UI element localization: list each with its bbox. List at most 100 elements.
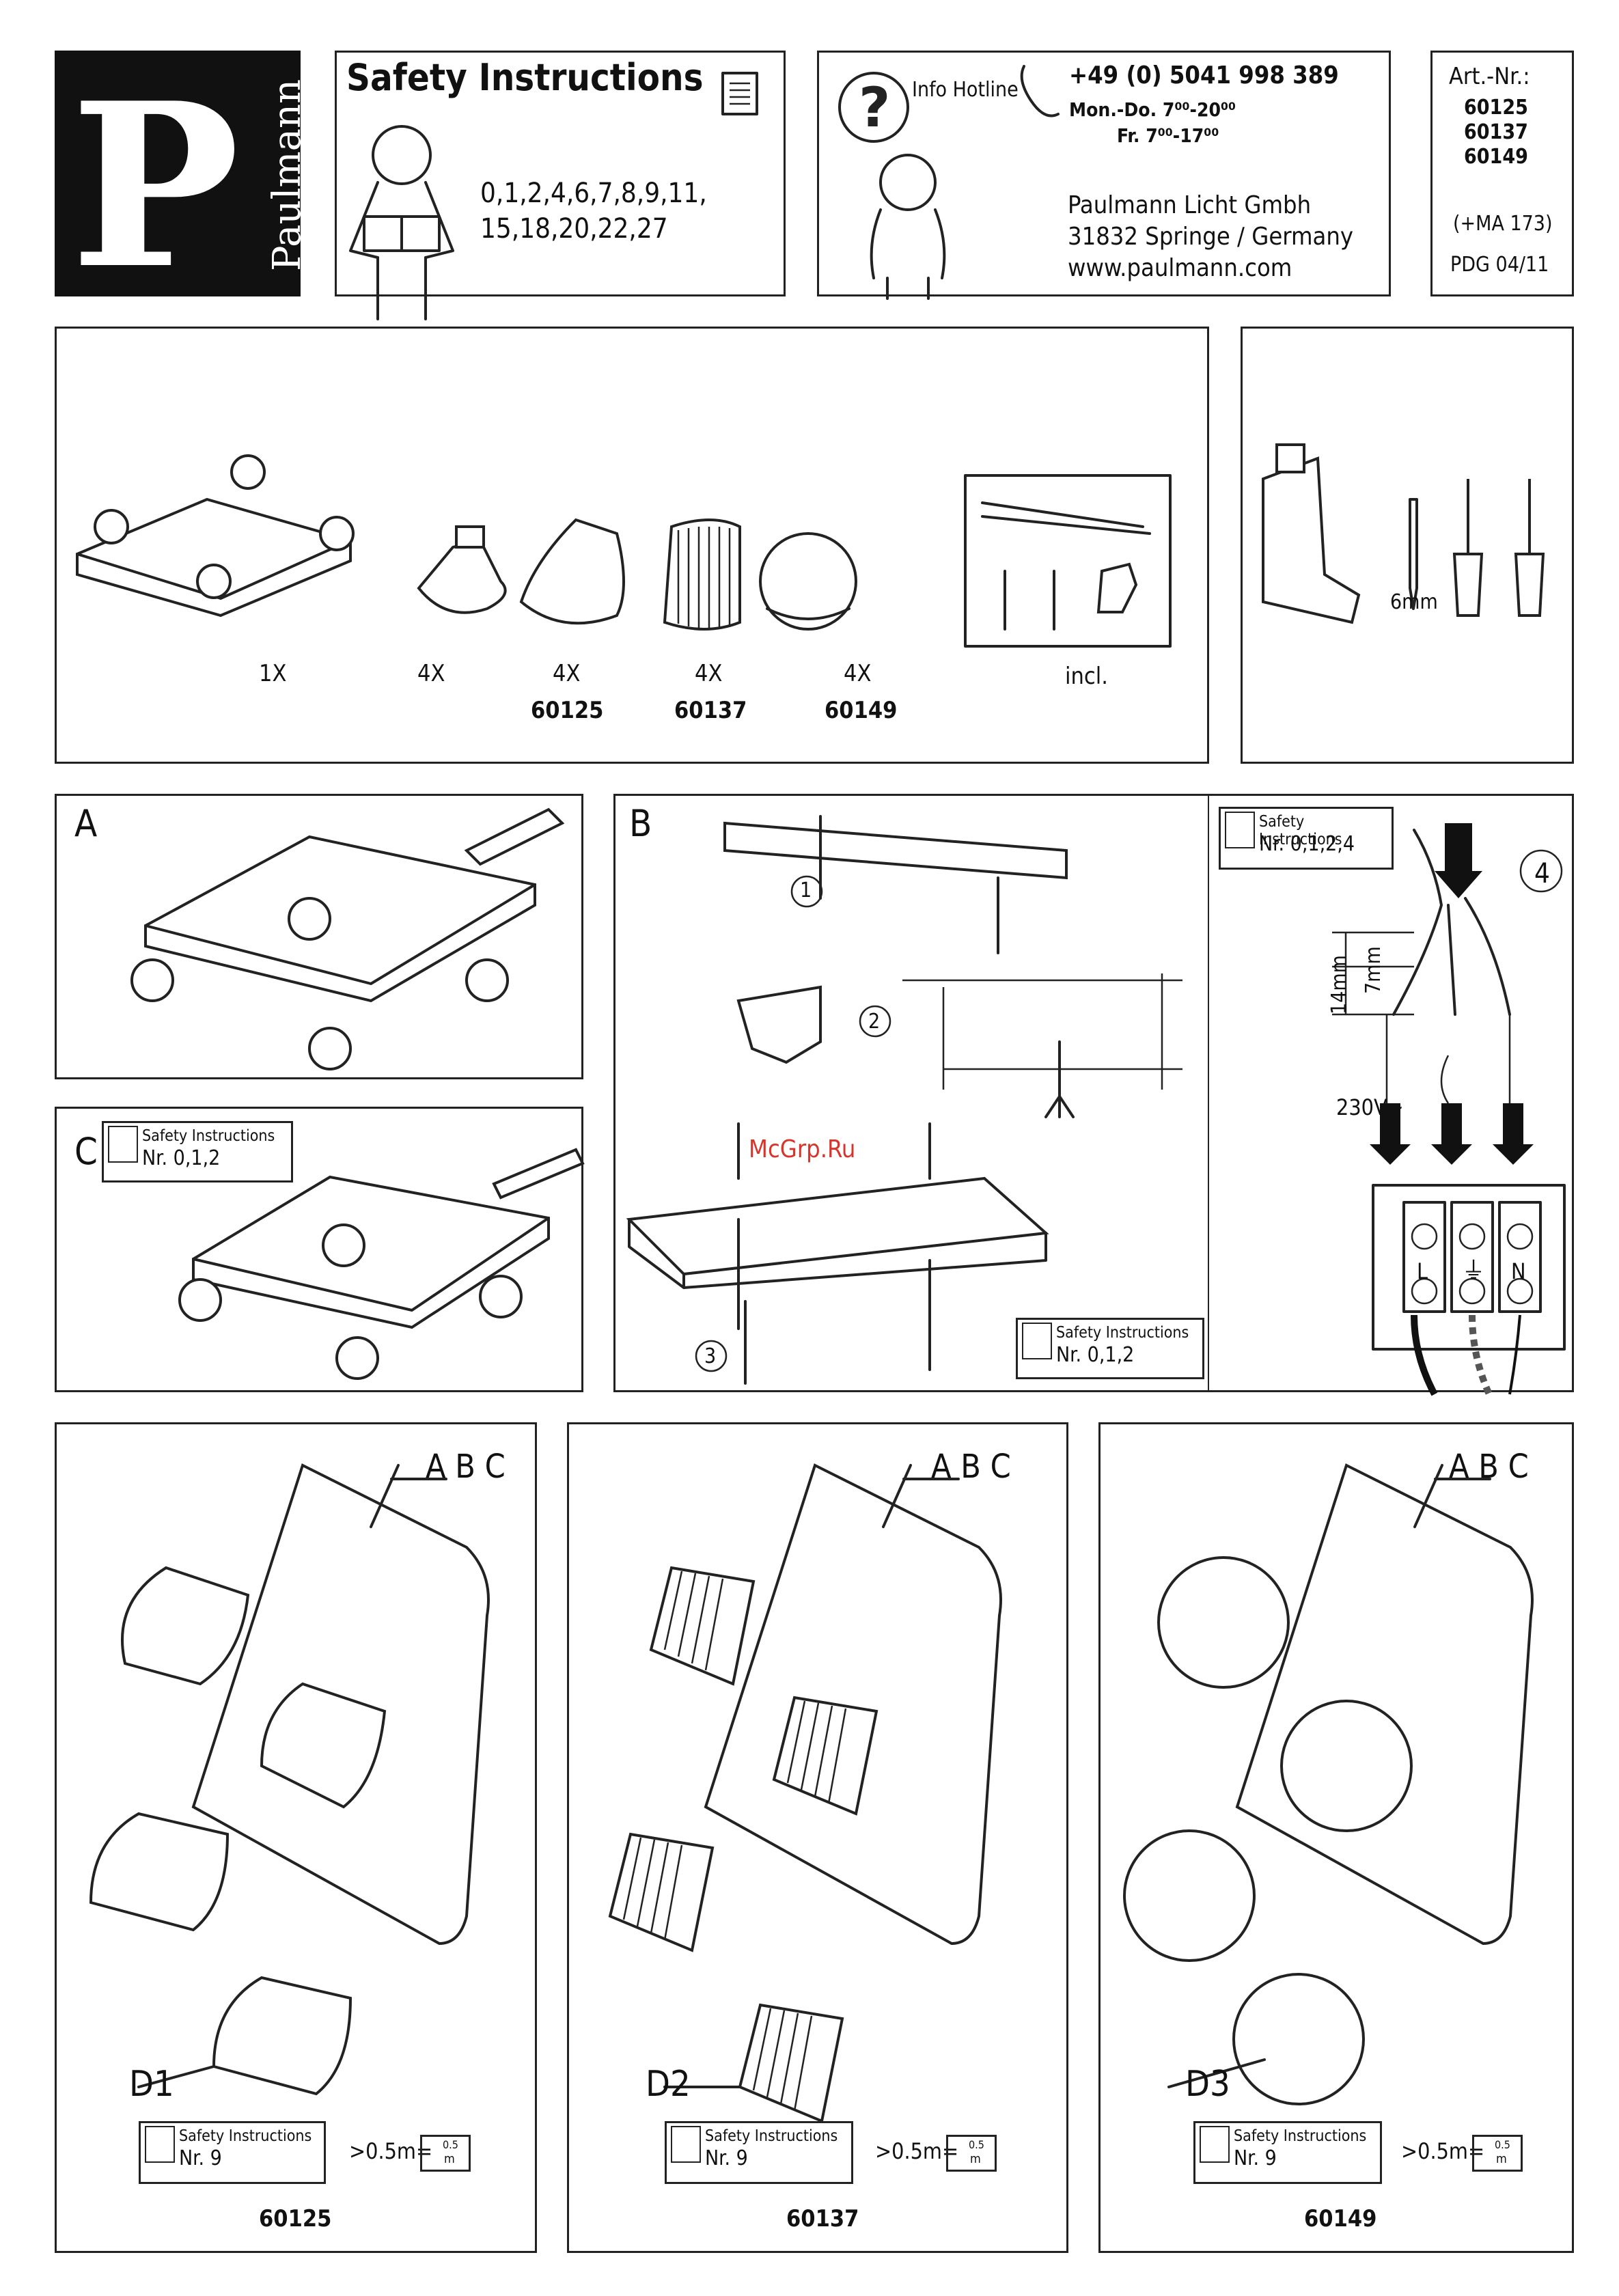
hotline-label: Info Hotline: [912, 78, 1019, 102]
step-b2-number: 2: [868, 1010, 881, 1034]
part-qty-2: 4X: [417, 660, 445, 687]
safety-numbers-line1: 0,1,2,4,6,7,8,9,11,: [480, 178, 707, 209]
brand-logo: P Paulmann: [55, 51, 309, 318]
wiring-drawing: [1332, 823, 1566, 1396]
safety-icon: [1225, 812, 1255, 848]
safety-box-d3: Safety Instructions Nr. 9: [1193, 2121, 1382, 2184]
variant-d3-distance: >0.5m=: [1401, 2138, 1485, 2164]
terminal-earth-icon: ⏚: [1462, 1257, 1485, 1284]
safety-box-d1: Safety Instructions Nr. 9: [139, 2121, 326, 2184]
step-c-panel: C Safety Instructions Nr. 0,1,2: [55, 1107, 585, 1392]
distance-icon-top: 0.5: [969, 2138, 984, 2151]
safety-icon: [1200, 2126, 1230, 2163]
step-b-drawing: [626, 815, 1182, 1385]
distance-icon-bottom: m: [444, 2152, 455, 2166]
logo-letter: P: [70, 53, 240, 318]
hotline-phone: +49 (0) 5041 998 389: [1069, 61, 1339, 89]
watermark: McGrp.Ru: [749, 1135, 856, 1163]
article-pdg: PDG 04/11: [1450, 253, 1549, 277]
base-plate-part: [76, 497, 352, 618]
variant-d1-distance: >0.5m=: [349, 2138, 433, 2164]
reading-figure-icon: [349, 72, 758, 320]
shade-60149-part: [759, 532, 857, 631]
safety-box-b-nr: Nr. 0,1,2: [1056, 1343, 1135, 1367]
screwdriver-flat-icon: [1452, 479, 1484, 617]
drill-icon: [1262, 456, 1361, 624]
hotline-hours-weekday: Mon.-Do. 7⁰⁰-20⁰⁰: [1069, 98, 1236, 121]
tools-panel: 6mm: [1241, 327, 1574, 764]
variant-d1-abc: A B C: [426, 1448, 506, 1486]
dimension-14mm: 14mm: [1327, 955, 1351, 1014]
safety-instructions-panel: Safety Instructions 0,1,2,4,6,7,8,9,11, …: [335, 51, 786, 320]
step-c-label: C: [74, 1130, 98, 1173]
safety-box-d3-nr: Nr. 9: [1234, 2146, 1277, 2170]
safety-box-wiring: Safety Instructions Nr. 0,1,2,4: [1219, 807, 1394, 870]
company-website: www.paulmann.com: [1068, 254, 1292, 282]
variant-d2-abc: A B C: [931, 1448, 1011, 1486]
variant-d3-abc: A B C: [1449, 1448, 1529, 1486]
parts-panel: 1X 4X 4X 60125 4X 60137 4X 60149 incl.: [55, 327, 1209, 764]
safety-box-d3-title: Safety Instructions: [1234, 2127, 1367, 2145]
safety-box-d1-nr: Nr. 9: [179, 2146, 222, 2170]
shade-60125-part: [519, 518, 625, 625]
safety-box-c-title: Safety Instructions: [142, 1127, 275, 1145]
article-panel: Art.-Nr.: 60125 60137 60149 (+MA 173) PD…: [1430, 51, 1574, 296]
part-code-4: 60137: [674, 697, 747, 724]
variant-d3-code: 60149: [1304, 2205, 1377, 2232]
safety-icon: [145, 2126, 175, 2163]
gu10-bulb-part: [417, 538, 507, 614]
safety-box-wiring-title: Safety Instructions: [1259, 813, 1342, 848]
wiring-panel: Safety Instructions Nr. 0,1,2,4 4 14mm 7…: [1208, 794, 1574, 1396]
company-name: Paulmann Licht Gmbh: [1068, 191, 1312, 219]
variant-d2-drawing: [608, 1463, 1002, 2123]
terminal-l: L: [1417, 1258, 1428, 1284]
step-c-drawing: [178, 1148, 585, 1380]
question-figure-icon: ?: [838, 65, 1060, 300]
safety-box-d2-title: Safety Instructions: [705, 2127, 838, 2145]
distance-icon: 0.5 m: [946, 2135, 997, 2172]
safety-box-d2: Safety Instructions Nr. 9: [665, 2121, 853, 2184]
safety-box-wiring-nr: Nr. 0,1,2,4: [1259, 832, 1355, 856]
safety-box-d1-title: Safety Instructions: [179, 2127, 312, 2145]
step-b1-number: 1: [800, 879, 812, 902]
part-qty-3: 4X: [553, 660, 581, 687]
article-extra: (+MA 173): [1453, 212, 1553, 236]
safety-icon: [108, 1126, 138, 1163]
accessory-box: [964, 474, 1172, 648]
distance-icon: 0.5 m: [1472, 2135, 1523, 2172]
variant-d1-label: D1: [129, 2064, 174, 2105]
step-a-panel: A: [55, 794, 583, 1079]
distance-icon: 0.5 m: [420, 2135, 471, 2172]
step-b-label: B: [629, 802, 652, 845]
safety-box-b-title: Safety Instructions: [1056, 1324, 1189, 1342]
article-number-1: 60125: [1464, 96, 1528, 120]
distance-icon-top: 0.5: [443, 2138, 458, 2151]
variant-d3-drawing: [1123, 1463, 1534, 2105]
variant-d3-label: D3: [1185, 2064, 1230, 2105]
drill-bit-icon: [1409, 498, 1418, 610]
voltage-label: 230V~: [1336, 1094, 1404, 1120]
step-a-drawing: [130, 807, 565, 1070]
safety-icon: [671, 2126, 701, 2163]
included-label: incl.: [1065, 663, 1108, 690]
tools-drawings: [1262, 443, 1545, 624]
safety-numbers-line2: 15,18,20,22,27: [480, 213, 668, 245]
step-b3-number: 3: [704, 1344, 717, 1368]
screwdriver-cross-icon: [1514, 479, 1545, 617]
variant-d2-distance: >0.5m=: [875, 2138, 959, 2164]
wiring-step-number: 4: [1534, 858, 1550, 889]
safety-box-d2-nr: Nr. 9: [705, 2146, 748, 2170]
shade-60137-part: [663, 518, 741, 631]
svg-text:?: ?: [859, 76, 890, 139]
step-b-panel: B 1 2 3 McGrp.Ru Safety Instructions Nr.…: [613, 794, 1210, 1392]
variant-d1-panel: A B C D1 Safety Instructions Nr. 9 >0.5m…: [55, 1422, 537, 2253]
variant-d2-panel: A B C D2 Safety Instructions Nr. 9 >0.5m…: [567, 1422, 1068, 2253]
parts-drawings: [76, 454, 1172, 648]
safety-box-c-nr: Nr. 0,1,2: [142, 1146, 221, 1170]
dimension-7mm: 7mm: [1361, 946, 1385, 994]
hotline-panel: ? Info Hotline +49 (0) 5041 998 389 Mon.…: [817, 51, 1391, 300]
variant-d1-code: 60125: [259, 2205, 332, 2232]
safety-title: Safety Instructions: [346, 56, 704, 99]
variant-d2-label: D2: [646, 2064, 691, 2105]
part-code-5: 60149: [825, 697, 898, 724]
